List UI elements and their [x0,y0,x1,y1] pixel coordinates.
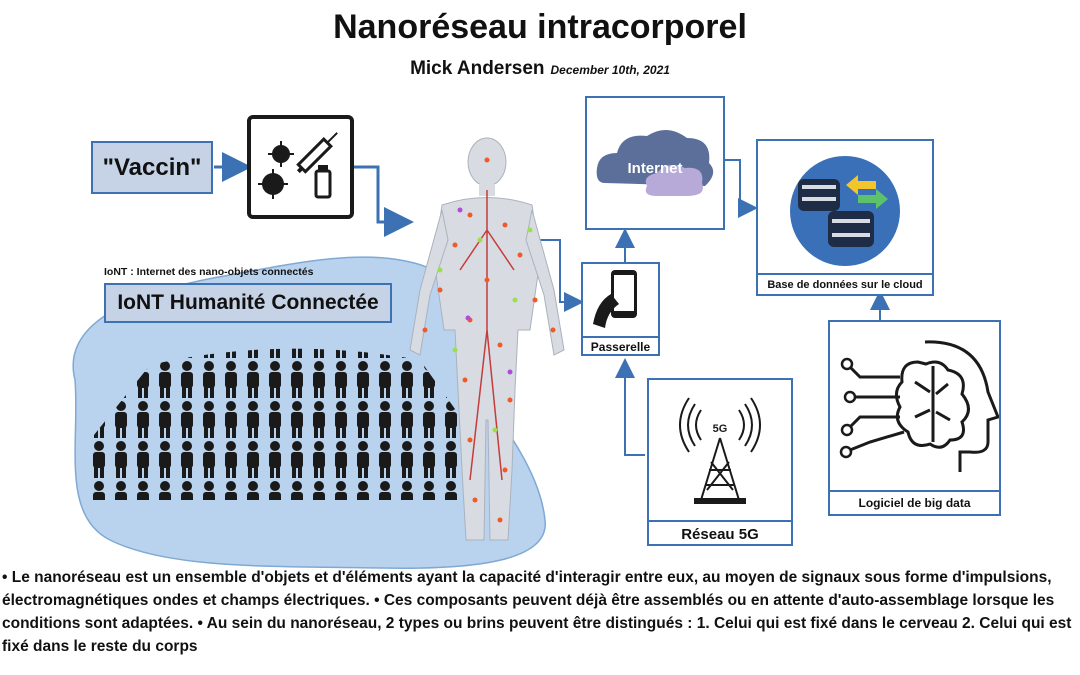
ai-brain-icon [839,340,1001,472]
internet-box: Internet [585,96,725,230]
cell-tower-icon: 5G [679,397,761,504]
vaccine-syringe-box [247,115,354,219]
author-name: Mick Andersen [410,58,545,79]
byline: Mick Andersen December 10th, 2021 [0,58,1080,80]
network-icon-text: 5G [713,423,728,435]
arrow-network-to-gateway [615,358,645,456]
diagram-title: Nanoréseau intracorporel [333,8,747,46]
arrow-syringe-to-body [354,165,414,237]
vaccine-label-box: "Vaccin" [91,141,213,194]
internet-label: Internet [627,160,683,177]
smartphone-hand-icon [593,270,637,328]
iont-label-box: IoNT Humanité Connectée [104,283,392,323]
gateway-box: Passerelle [581,262,660,356]
database-box: Base de données sur le cloud [756,139,934,296]
publish-date: December 10th, 2021 [550,63,670,77]
cloud-icon [596,129,714,196]
iont-caption: IoNT : Internet des nano-objets connecté… [104,266,314,278]
database-icon [790,156,900,266]
bigdata-box: Logiciel de big data [828,320,1001,516]
network-label: Réseau 5G [649,520,791,543]
vaccine-label: "Vaccin" [102,153,202,181]
gateway-label: Passerelle [583,336,658,354]
human-body-icon [409,137,565,541]
syringe-virus-icon [258,132,338,199]
network-5g-box: 5G Réseau 5G [647,378,793,546]
arrow-internet-to-database [725,159,758,218]
bigdata-label: Logiciel de big data [830,490,999,510]
description-text: • Le nanoréseau est un ensemble d'objets… [2,569,1072,655]
arrow-body-to-gateway [525,239,584,312]
crowd-icon [90,348,470,500]
iont-label: IoNT Humanité Connectée [117,291,379,314]
database-label: Base de données sur le cloud [758,273,932,291]
